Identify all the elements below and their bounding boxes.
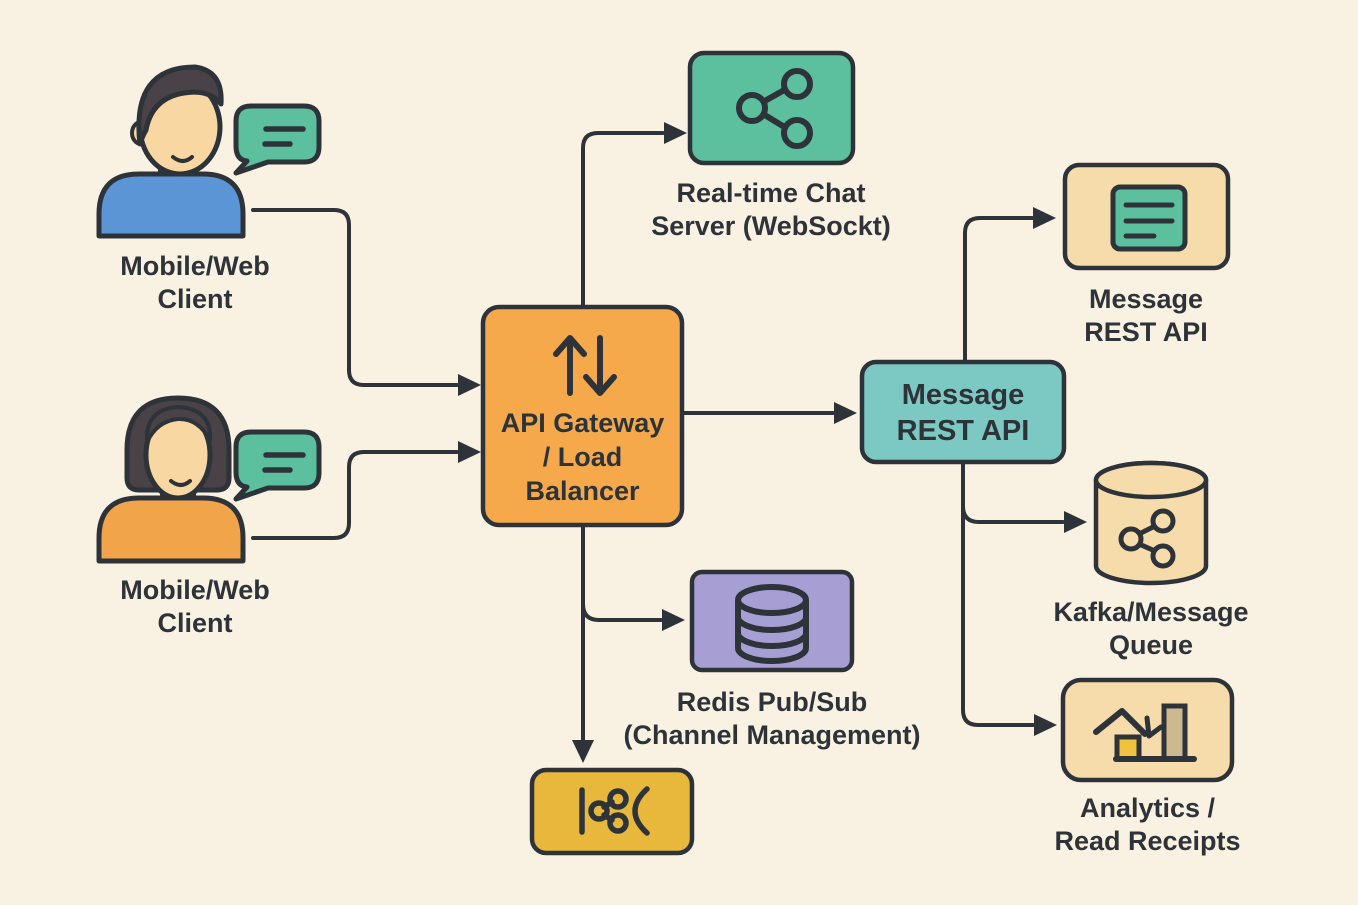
connector-messageapi-rest <box>963 216 1034 366</box>
cylinder-top <box>1093 460 1209 500</box>
client1-figure <box>96 64 246 239</box>
connector-messageapi-down-analytics <box>961 458 1035 727</box>
chat-server-label: Real-time Chat Server (WebSockt) <box>651 178 891 241</box>
connector-client1-gateway <box>251 208 459 387</box>
analytics-label: Analytics / Read Receipts <box>1054 793 1241 856</box>
client1-label: Mobile/Web Client <box>120 251 270 314</box>
bar-chart-trend-icon <box>1093 703 1197 762</box>
message-rest-node <box>1062 162 1231 271</box>
arrowhead <box>458 441 481 463</box>
share-network-icon <box>736 68 813 149</box>
redis-node <box>689 569 855 673</box>
gateway-node <box>480 304 685 528</box>
bubble-body <box>233 103 322 176</box>
connector-branch-redis <box>581 602 663 622</box>
message-api-label: Message REST API <box>896 379 1030 447</box>
mouth <box>171 155 194 163</box>
chat-server-node <box>687 50 856 166</box>
connectors <box>251 131 1065 742</box>
arrowhead <box>662 609 685 631</box>
analytics-node <box>1060 677 1235 783</box>
bubble-text-lines <box>262 126 306 147</box>
torso <box>96 171 246 239</box>
arrowheads <box>458 122 1087 763</box>
redis-label: Redis Pub/Sub (Channel Management) <box>623 687 921 750</box>
chat-bubble-icon <box>233 429 322 502</box>
chat-server-box <box>687 50 856 166</box>
bubble-text-lines <box>262 452 306 473</box>
arrowhead <box>458 374 481 396</box>
arrowhead <box>1033 207 1056 229</box>
client2-label: Mobile/Web Client <box>120 575 270 638</box>
arrowhead <box>664 122 687 144</box>
connector-client2-gateway <box>251 450 459 540</box>
client2-figure <box>96 395 246 564</box>
connector-gateway-chatserver <box>581 131 665 311</box>
kafka-logo-node <box>529 767 695 856</box>
database-stack-icon <box>735 584 809 664</box>
up-down-arrows-icon <box>553 335 617 396</box>
share-network-icon <box>1118 508 1176 569</box>
kafka-queue-label: Kafka/Message Queue <box>1053 597 1249 660</box>
gateway-label: API Gateway / Load Balancer <box>500 408 665 506</box>
bubble-body <box>233 429 322 502</box>
kafka-queue-node <box>1093 460 1209 586</box>
hair-fringe <box>144 405 213 444</box>
gateway-box <box>480 304 685 528</box>
message-rest-label: Message REST API <box>1084 284 1208 347</box>
chat-bubble-icon <box>233 103 322 176</box>
mouth <box>169 479 192 487</box>
arrowhead <box>572 740 594 763</box>
hair <box>136 64 224 147</box>
kafka-logo-box <box>529 767 695 856</box>
kafka-logo-icon <box>579 786 650 836</box>
connector-branch-kafka <box>961 504 1065 524</box>
arrowhead <box>1064 511 1087 533</box>
message-lines-icon <box>1110 184 1188 252</box>
arrowhead <box>834 402 857 424</box>
arrowhead <box>1034 714 1057 736</box>
torso <box>96 495 246 564</box>
message-api-box <box>859 359 1067 465</box>
redis-box <box>689 569 855 673</box>
